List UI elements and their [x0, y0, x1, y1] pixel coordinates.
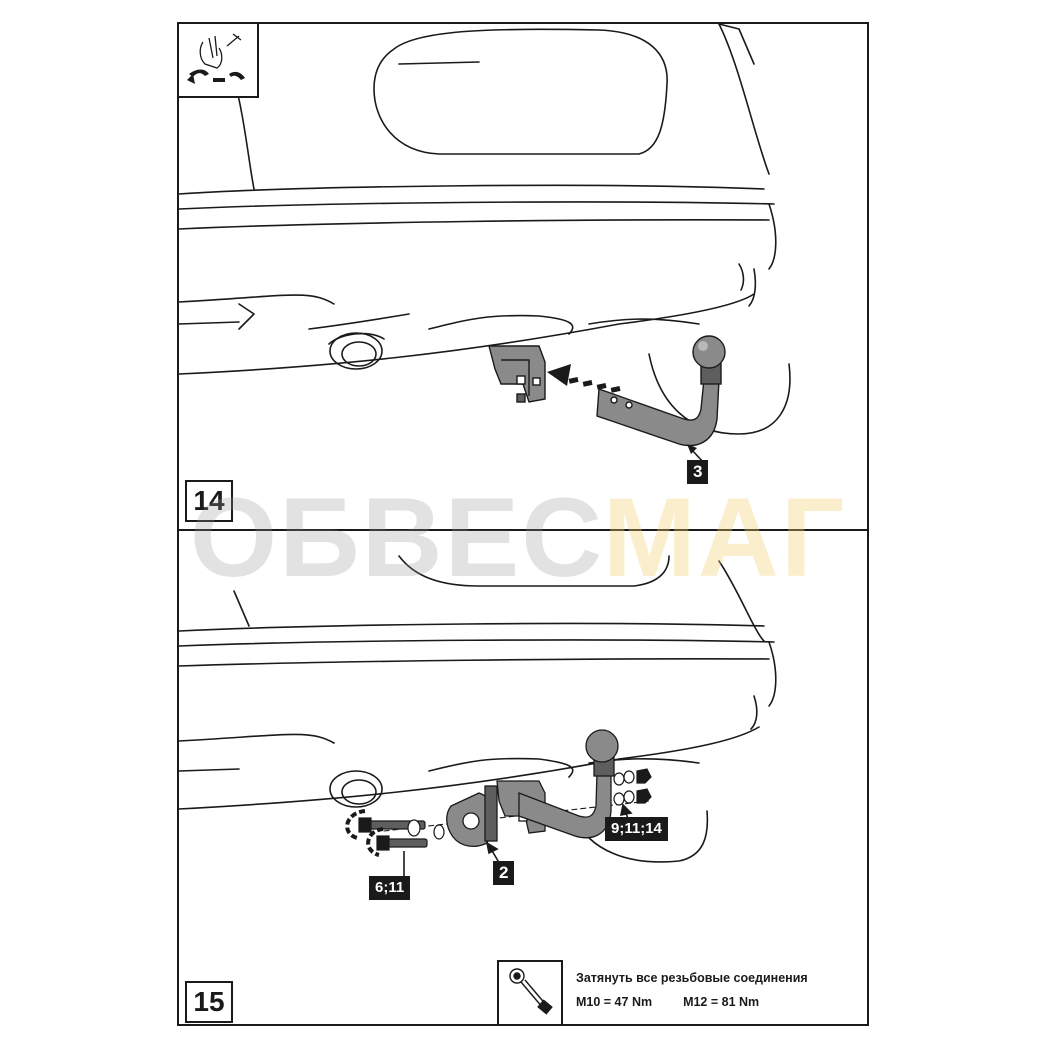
part-label-bolts: 6;11 — [369, 876, 411, 900]
part-label-plate: 2 — [493, 861, 515, 885]
panel-step-14: 3 14 — [179, 24, 867, 529]
step-number-14: 14 — [185, 480, 233, 522]
torque-note: Затянуть все резьбовые соединения M10 = … — [576, 966, 808, 1014]
torque-wrench-icon — [497, 960, 563, 1026]
step-number-15: 15 — [185, 981, 233, 1023]
car-rear-illustration-bottom — [179, 555, 777, 886]
part-label-3: 3 — [687, 460, 709, 484]
torque-m12: M12 = 81 Nm — [683, 995, 760, 1009]
hand-install-icon — [179, 24, 259, 98]
instruction-frame: 3 14 — [177, 22, 869, 1026]
panel-step-15: 6;11 2 9;11;14 Затянуть все резьбовые со… — [179, 529, 867, 1028]
part-label-nuts: 9;11;14 — [605, 817, 668, 841]
car-rear-illustration-top — [179, 24, 791, 465]
torque-m10: M10 = 47 Nm — [576, 995, 653, 1009]
torque-note-line1: Затянуть все резьбовые соединения — [576, 971, 808, 985]
